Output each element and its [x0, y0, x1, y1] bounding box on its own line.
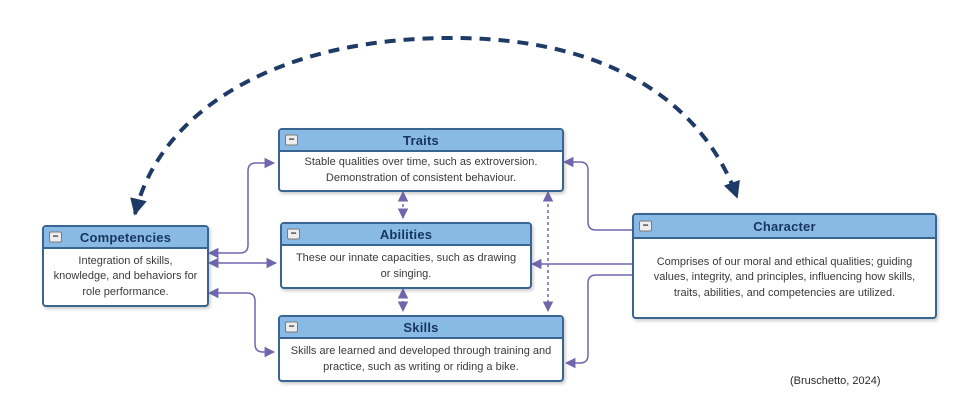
- collapse-icon[interactable]: −: [49, 231, 62, 243]
- collapse-icon[interactable]: −: [639, 220, 652, 232]
- node-character-title: Character: [753, 218, 816, 234]
- node-abilities[interactable]: − Abilities These our innate capacities,…: [280, 222, 532, 289]
- node-abilities-description: These our innate capacities, such as dra…: [295, 251, 517, 280]
- node-traits-description: Stable qualities over time, such as extr…: [304, 156, 538, 184]
- node-traits-header[interactable]: − Traits: [280, 130, 562, 152]
- collapse-icon[interactable]: −: [285, 321, 298, 333]
- collapse-icon[interactable]: −: [287, 228, 300, 240]
- node-skills-title: Skills: [403, 319, 439, 335]
- node-competencies-description: Integration of skills, knowledge, and be…: [53, 254, 198, 298]
- node-skills-header[interactable]: − Skills: [280, 317, 562, 339]
- connector-competencies-traits: [207, 157, 276, 259]
- arc-character-competencies: [130, 35, 740, 216]
- node-competencies[interactable]: − Competencies Integration of skills, kn…: [42, 225, 209, 307]
- connector-competencies-skills: [207, 287, 276, 358]
- node-traits-title: Traits: [403, 132, 439, 148]
- node-abilities-title: Abilities: [379, 226, 433, 242]
- node-abilities-header[interactable]: − Abilities: [282, 224, 530, 246]
- node-traits[interactable]: − Traits Stable qualities over time, suc…: [278, 128, 564, 192]
- node-competencies-header[interactable]: − Competencies: [44, 227, 207, 249]
- citation: (Bruschetto, 2024): [790, 375, 881, 387]
- connector-character-traits: [562, 156, 632, 231]
- node-competencies-title: Competencies: [79, 229, 172, 245]
- connector-character-skills: [564, 274, 632, 369]
- node-character-header[interactable]: − Character: [634, 215, 935, 239]
- node-skills[interactable]: − Skills Skills are learned and develope…: [278, 315, 564, 382]
- node-character[interactable]: − Character Comprises of our moral and e…: [632, 213, 937, 319]
- collapse-icon[interactable]: −: [285, 134, 298, 146]
- node-skills-description: Skills are learned and developed through…: [290, 344, 552, 373]
- node-character-description: Comprises of our moral and ethical quali…: [653, 255, 916, 299]
